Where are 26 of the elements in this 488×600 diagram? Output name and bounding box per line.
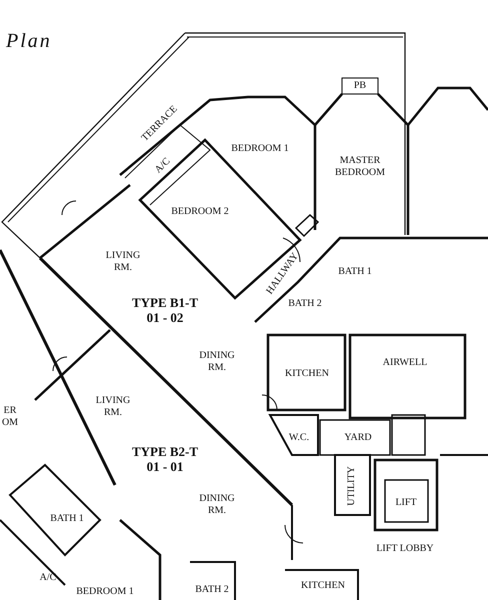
room-label: PB [352,80,368,92]
room-label: BATH 2 [194,584,230,596]
room-label: LIFT [394,497,418,509]
room-label: BATH 1 [49,513,85,525]
room-label: KITCHEN [300,580,346,592]
room-label: A/C [152,154,174,178]
plan-title: Plan [6,30,52,53]
room-label: BEDROOM 1 [75,586,135,598]
room-label: MASTER BEDROOM [334,155,386,179]
room-label: W.C. [288,432,310,444]
room-label: LIVING RM. [104,250,142,274]
room-label: YARD [343,432,373,444]
unit-type-label: TYPE B1-T 01 - 02 [130,295,200,325]
room-label: DINING RM. [198,493,236,517]
room-label: DINING RM. [198,350,236,374]
room-label: BATH 1 [337,266,373,278]
unit-type-label: TYPE B2-T 01 - 01 [130,444,200,474]
room-label: LIFT LOBBY [375,543,435,555]
room-label: KITCHEN [284,368,330,380]
room-label: AIRWELL [382,357,428,369]
room-label: BEDROOM 1 [230,143,290,155]
room-label: UTILITY [346,465,358,508]
room-label: ER OM [1,405,19,429]
room-label: LIVING RM. [94,395,132,419]
room-label: BATH 2 [287,298,323,310]
room-label: BEDROOM 2 [170,206,230,218]
